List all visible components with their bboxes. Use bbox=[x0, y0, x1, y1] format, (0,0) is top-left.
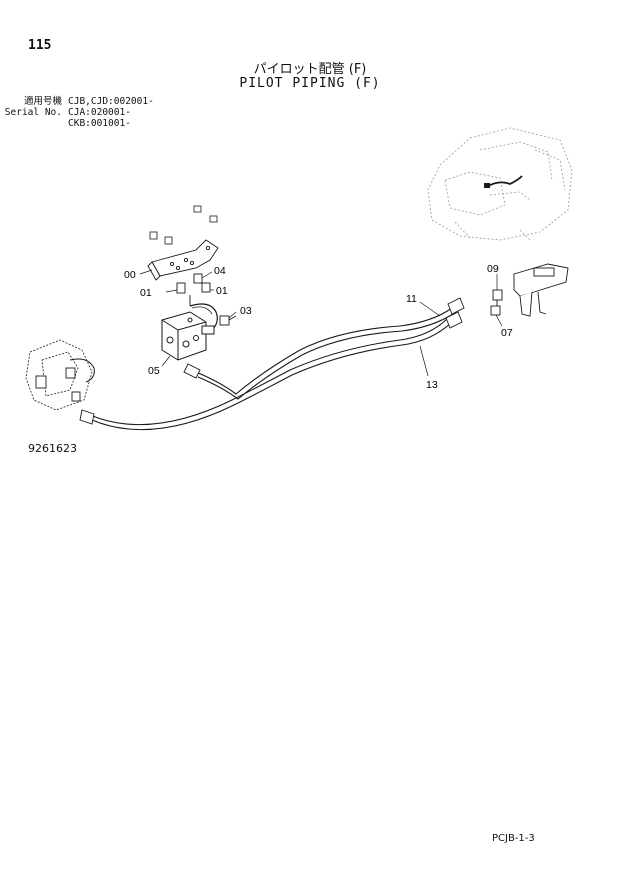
serial-label: Serial No. bbox=[4, 107, 62, 118]
top-bolts bbox=[149, 205, 218, 245]
right-bracket bbox=[513, 263, 569, 317]
title-english: PILOT PIPING (F) bbox=[239, 76, 381, 91]
right-fittings bbox=[490, 289, 503, 316]
fitting-03 bbox=[219, 315, 237, 326]
callout-00: 00 bbox=[124, 269, 136, 281]
machine-thumbnail bbox=[427, 127, 573, 241]
callout-09: 09 bbox=[487, 263, 499, 275]
bracket-part bbox=[147, 239, 219, 281]
title-japanese: パイロット配管 (F) bbox=[253, 62, 367, 77]
harness-wire-2 bbox=[191, 306, 213, 315]
callout-05: 05 bbox=[148, 365, 160, 377]
left-component-solid bbox=[35, 367, 81, 402]
page-code: PCJB-1-3 bbox=[492, 833, 535, 844]
callout-01-left: 01 bbox=[140, 287, 152, 299]
fittings bbox=[176, 273, 211, 306]
callout-07: 07 bbox=[501, 327, 513, 339]
page-number: 115 bbox=[28, 38, 52, 53]
thumbnail-highlight-part bbox=[484, 183, 490, 188]
callout-04: 04 bbox=[214, 265, 226, 277]
serial-info: 適用号機 CJB,CJD:002001- Serial No. CJA:020001… bbox=[0, 96, 154, 129]
leader-lines bbox=[139, 269, 503, 377]
hose-13 bbox=[89, 317, 453, 431]
harness-wire bbox=[189, 303, 218, 331]
callout-01-right: 01 bbox=[216, 285, 228, 297]
figure-number: 9261623 bbox=[28, 442, 77, 455]
serial-row: CKB:001001- bbox=[0, 118, 154, 129]
serial-label: 適用号機 bbox=[23, 96, 62, 107]
hose-11 bbox=[195, 307, 457, 400]
serial-value: CJB,CJD:002001- bbox=[68, 96, 154, 107]
left-component bbox=[25, 339, 93, 411]
hose-fittings bbox=[79, 297, 465, 425]
callout-11: 11 bbox=[406, 293, 417, 305]
callout-13: 13 bbox=[426, 379, 438, 391]
valve-block bbox=[161, 311, 215, 361]
serial-row: 適用号機 CJB,CJD:002001- bbox=[0, 96, 154, 107]
serial-value: CKB:001001- bbox=[68, 118, 131, 129]
left-harness bbox=[69, 358, 95, 383]
serial-value: CJA:020001- bbox=[68, 107, 131, 118]
callout-03: 03 bbox=[240, 305, 252, 317]
serial-row: Serial No. CJA:020001- bbox=[0, 107, 154, 118]
thumbnail-highlight bbox=[487, 175, 523, 187]
